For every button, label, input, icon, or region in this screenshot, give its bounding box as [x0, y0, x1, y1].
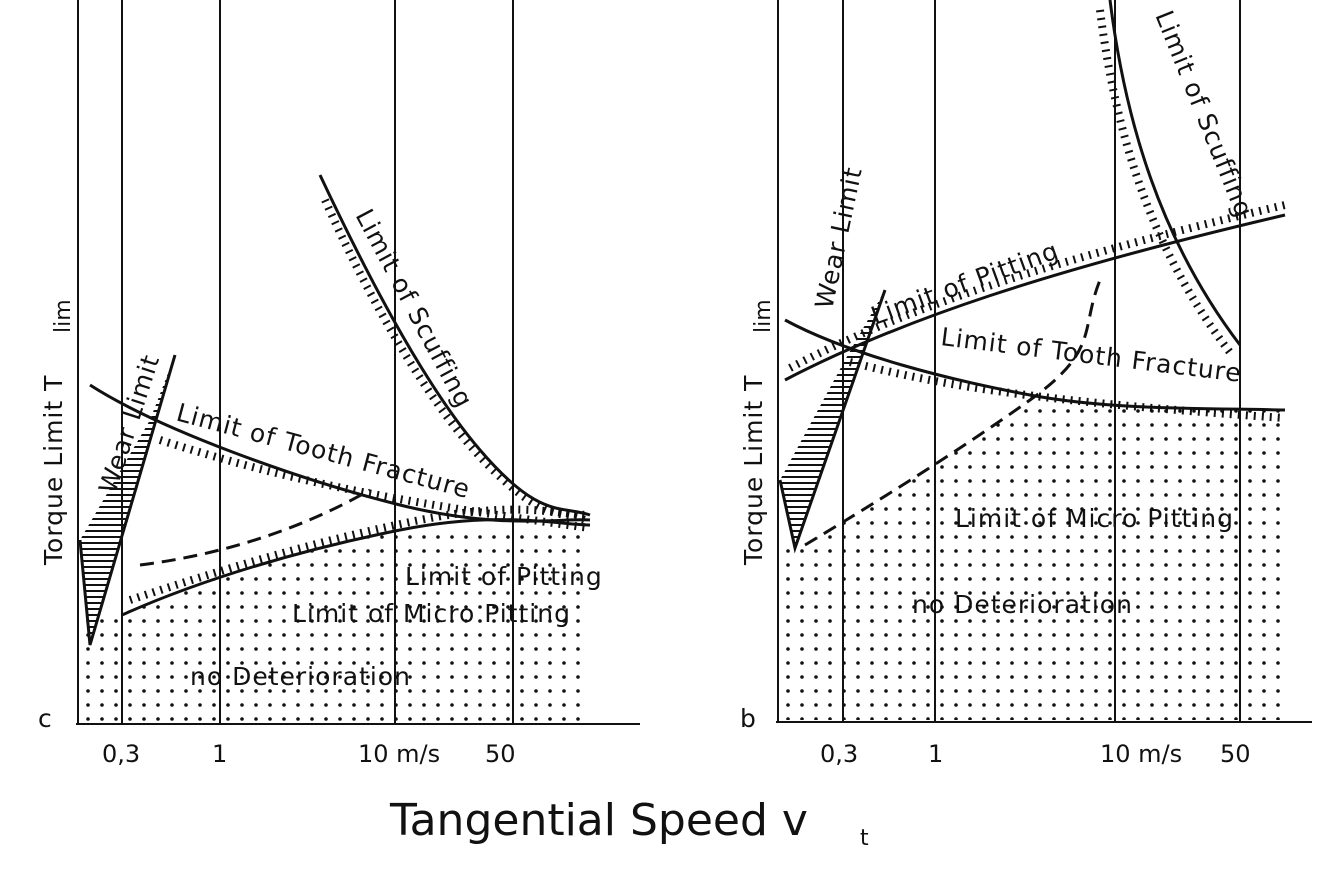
- wear-limit-curve: [78, 354, 177, 646]
- scuffing-hatch: [1096, 9, 1236, 358]
- label-micro-pitting: Limit of Micro Pitting: [292, 599, 571, 628]
- tick-0.3: 0,3: [102, 740, 140, 768]
- y-axis-label: Torque Limit T lim: [739, 299, 776, 566]
- no-deterioration-region: [778, 400, 1285, 720]
- x-axis-title-subscript: t: [860, 826, 869, 851]
- wear-limit-region: [80, 355, 175, 645]
- tick-1: 1: [928, 740, 943, 768]
- label-scuffing: Limit of Scuffing: [350, 204, 479, 412]
- scuffing-hatch: [321, 198, 587, 524]
- panel-tag: b: [740, 704, 757, 733]
- y-axis-label-subscript: lim: [751, 299, 776, 333]
- pitting-hatch: [788, 201, 1286, 372]
- label-tooth-fracture: Limit of Tooth Fracture: [173, 398, 473, 504]
- label-tooth-fracture: Limit of Tooth Fracture: [939, 322, 1243, 388]
- panel-right: Wear Limit Limit of Scuffing Limit of To…: [739, 0, 1312, 768]
- scuffing-curve: [1108, 0, 1242, 346]
- micro-pitting-curve: [139, 488, 371, 567]
- x-axis-title-text: Tangential Speed v: [389, 795, 808, 846]
- tooth-fracture-hatch: [158, 436, 591, 532]
- y-axis-label-text: Torque Limit T: [739, 375, 768, 566]
- wear-limit-region: [780, 290, 885, 548]
- tick-10: 10 m/s: [1100, 740, 1182, 768]
- tick-1: 1: [212, 740, 227, 768]
- label-pitting: Limit of Pitting: [405, 562, 603, 591]
- panel-left: Wear Limit Limit of Scuffing Limit of To…: [38, 0, 640, 768]
- panel-tag: c: [38, 704, 53, 733]
- label-scuffing: Limit of Scuffing: [1149, 6, 1259, 221]
- tick-50: 50: [485, 740, 516, 768]
- x-axis-title: Tangential Speed v t: [389, 795, 869, 851]
- scuffing-curve: [318, 174, 591, 517]
- label-no-deterioration: no Deterioration: [190, 662, 411, 691]
- tick-0.3: 0,3: [820, 740, 858, 768]
- no-deterioration-region: [78, 525, 590, 722]
- pitting-curve: [784, 213, 1286, 382]
- y-axis-label: Torque Limit T lim: [39, 299, 76, 566]
- wear-limit-curve: [778, 289, 887, 554]
- label-micro-pitting: Limit of Micro Pitting: [955, 504, 1234, 533]
- y-axis-label-subscript: lim: [51, 299, 76, 333]
- y-axis-label-text: Torque Limit T: [39, 375, 68, 566]
- micro-pitting-curve: [804, 279, 1102, 547]
- tick-10: 10 m/s: [358, 740, 440, 768]
- label-wear-limit: Wear Limit: [810, 164, 868, 311]
- pitting-curve: [121, 518, 591, 617]
- tooth-fracture-curve: [784, 318, 1286, 412]
- tick-50: 50: [1220, 740, 1251, 768]
- label-no-deterioration: no Deterioration: [912, 590, 1133, 619]
